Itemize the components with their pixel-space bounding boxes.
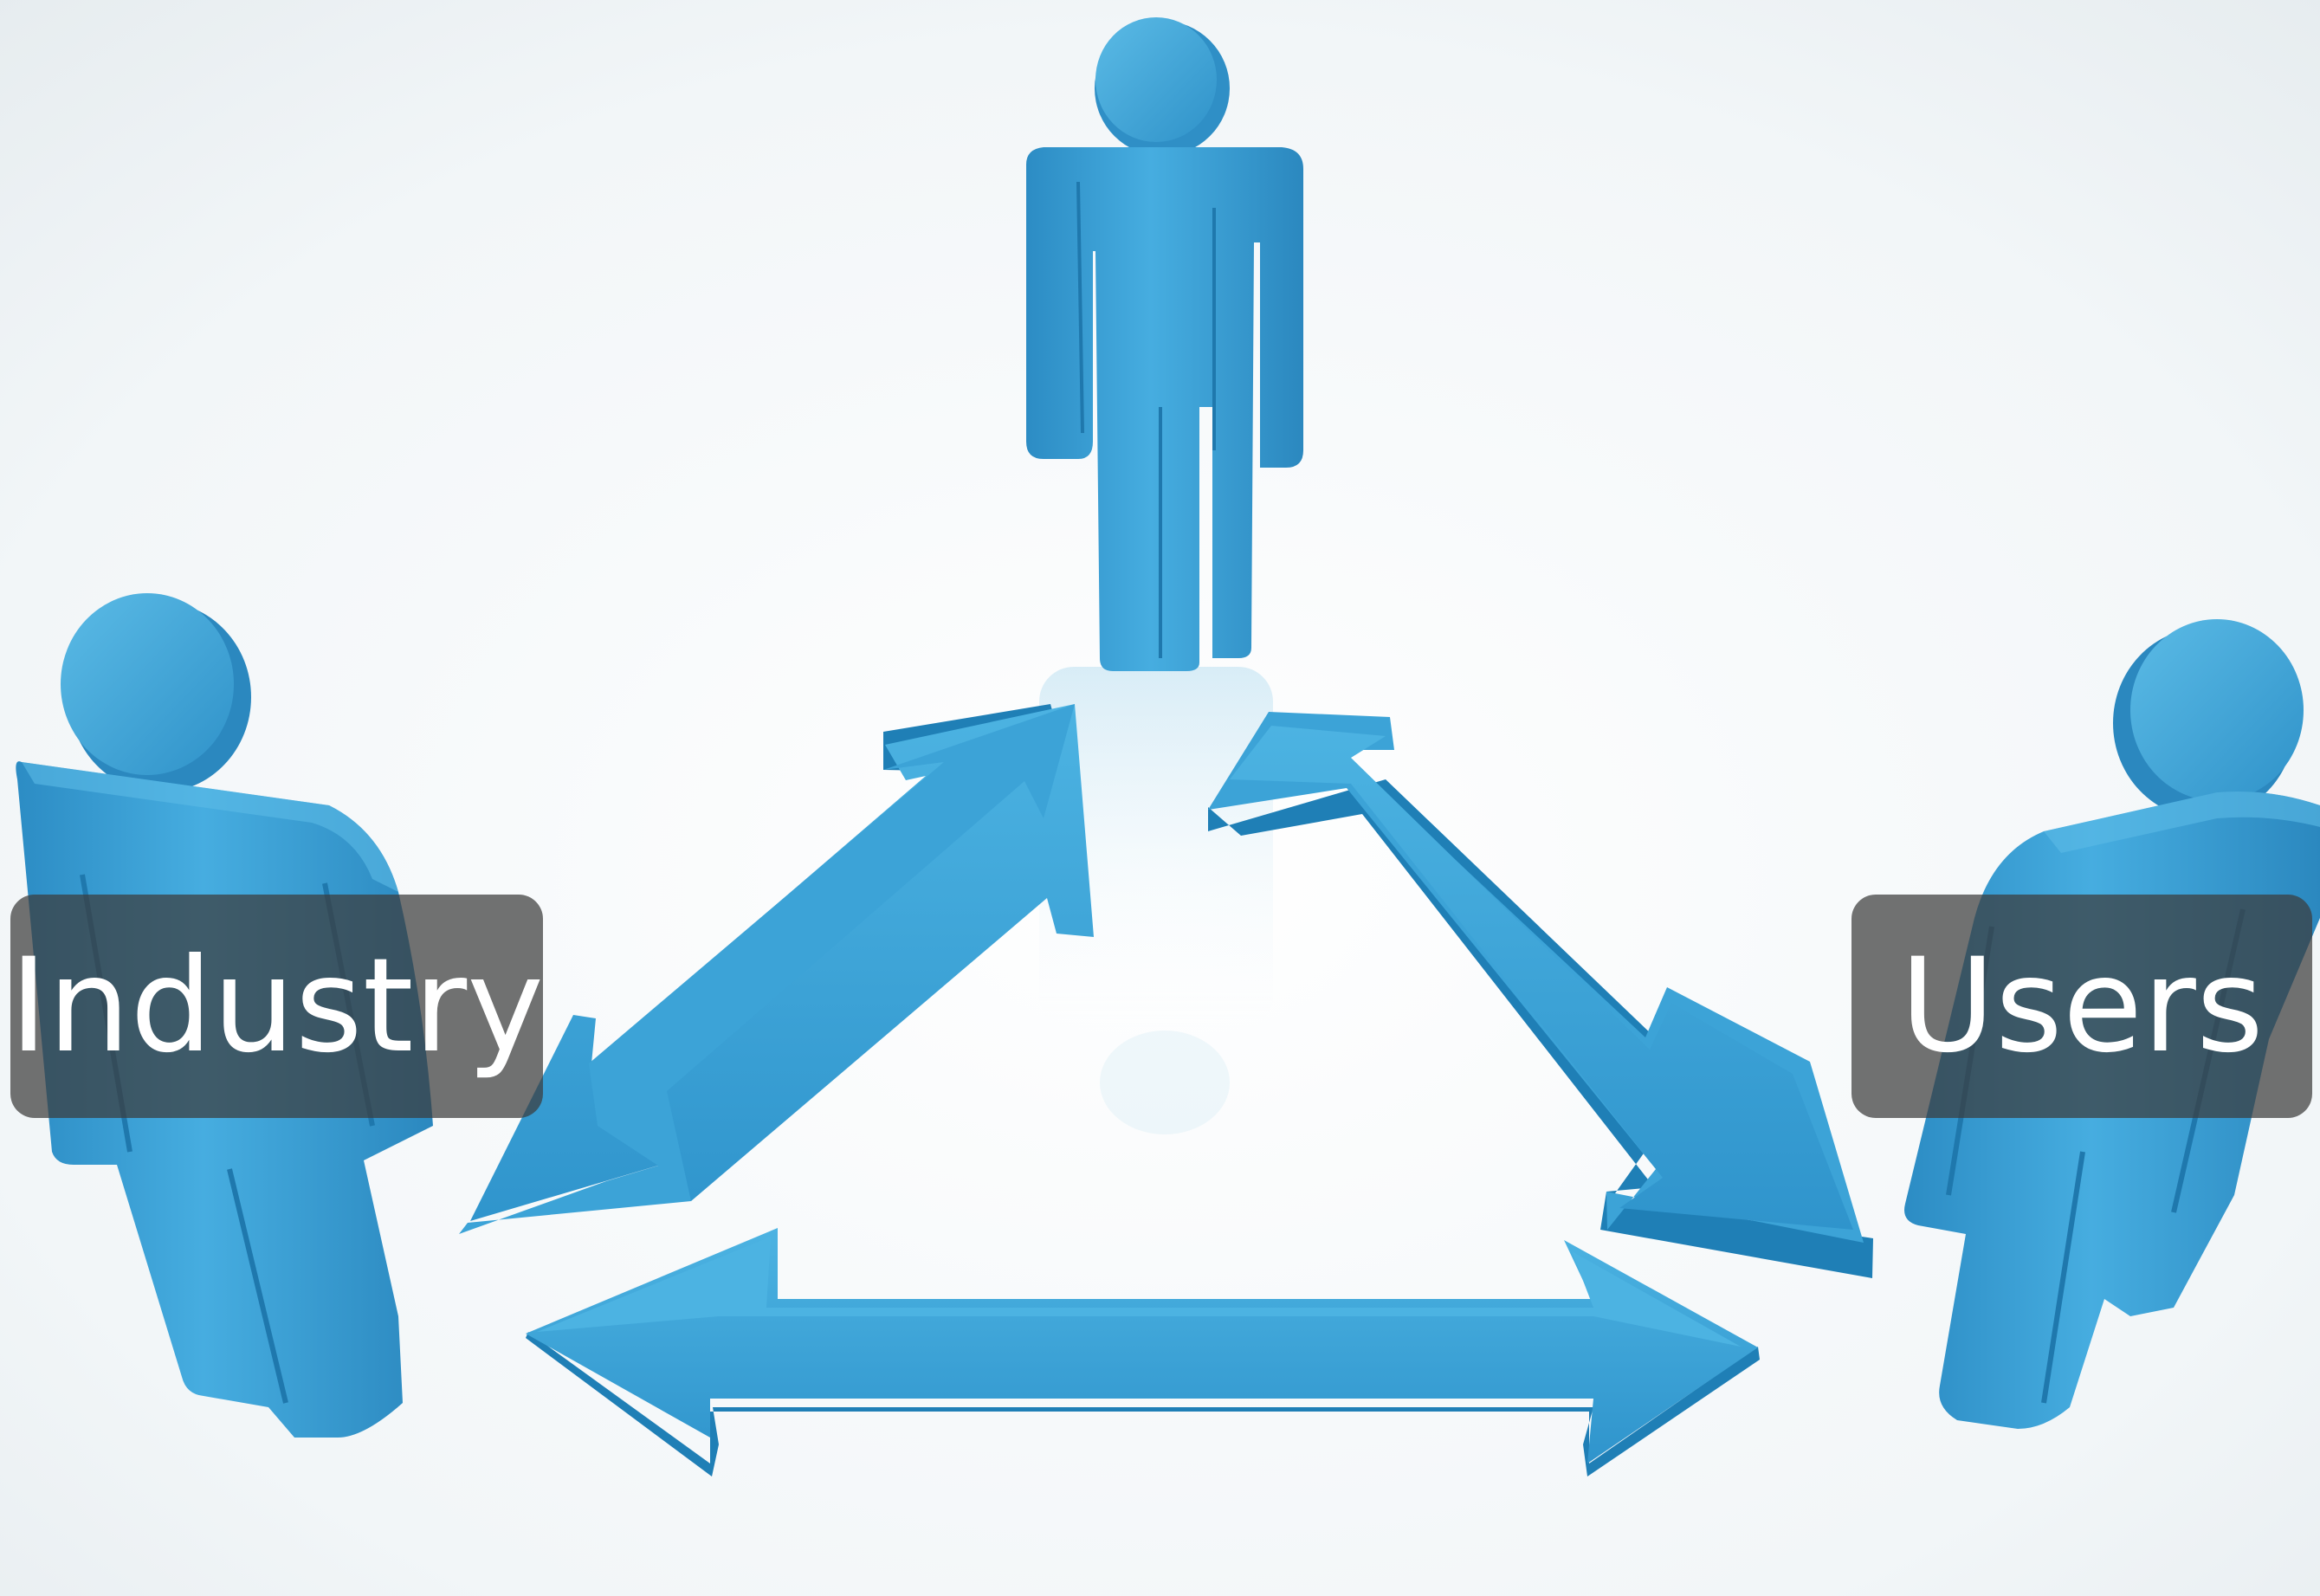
industry-label: Industry <box>10 895 544 1118</box>
arrow-bottom <box>526 1228 1760 1476</box>
arrow-top-right <box>1208 712 1873 1278</box>
top-person-reflection <box>1039 667 1273 1134</box>
top-person <box>1026 17 1303 671</box>
users-label: Users <box>1851 895 2312 1118</box>
arrow-left-top <box>459 704 1094 1234</box>
industry-label-text: Industry <box>10 931 544 1082</box>
person-icon <box>1026 17 1303 671</box>
users-label-text: Users <box>1899 931 2265 1082</box>
